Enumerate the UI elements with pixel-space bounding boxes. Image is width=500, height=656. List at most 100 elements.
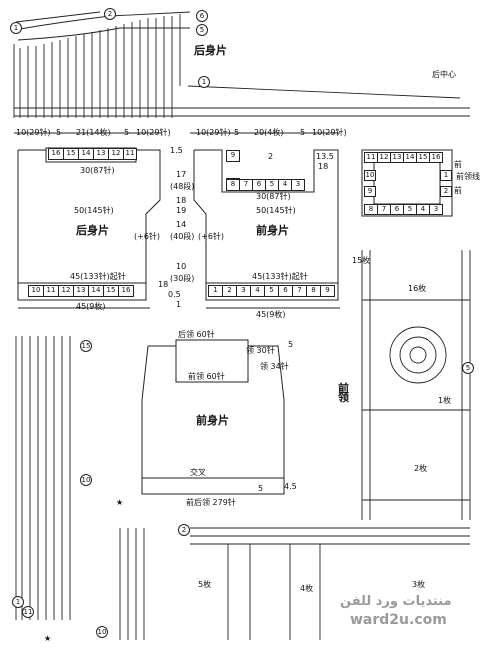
layout-cell: 5	[403, 204, 417, 215]
circle-5b: 5	[462, 362, 474, 374]
front-top-dim-4: 5	[300, 128, 306, 137]
back-top-dim-5: 10(29针)	[136, 128, 171, 137]
circle-15: 15	[80, 340, 92, 352]
back-width-dim: 50(145针)	[74, 206, 114, 215]
back-bottom-w: 45(9枚)	[76, 302, 106, 311]
front-motif: 7	[292, 285, 307, 297]
back-top-dim-3: 21(14枚)	[76, 128, 111, 137]
circle-5: 5	[196, 24, 208, 36]
layout-cell: 11	[364, 152, 378, 163]
front-neck-dim: 30(87针)	[256, 192, 291, 201]
circle-10: 10	[80, 474, 92, 486]
layout-cell: 10	[364, 170, 376, 181]
back-bottom-st: 45(133针)起针	[70, 272, 126, 281]
back-right-num: 17	[176, 170, 187, 179]
left-edge-lace	[15, 336, 71, 620]
back-right-num: (48段)	[170, 182, 195, 191]
front-top-dim-1: 10(29针)	[196, 128, 231, 137]
front-right-num: 18	[318, 162, 329, 171]
front-panel-outline	[190, 132, 340, 309]
front-neck-label: 前 领	[338, 382, 349, 404]
circle-1-bottom: 1	[12, 596, 24, 608]
neck-front-st: 前领 60针	[188, 372, 225, 381]
front-motif: 3	[236, 285, 251, 297]
front-motif: 8	[226, 179, 240, 191]
circle-6: 6	[196, 10, 208, 22]
rp-5: 5枚	[198, 580, 212, 589]
back-top-dim-2: 5	[56, 128, 62, 137]
layout-cell: 7	[377, 204, 391, 215]
rp-4: 4枚	[300, 584, 314, 593]
circle-10b: 10	[96, 626, 108, 638]
back-bottom-small: 0.5	[168, 290, 181, 299]
front-lower-outline	[141, 339, 285, 495]
back-right-num: 18	[176, 196, 187, 205]
front-motif: 8	[306, 285, 321, 297]
hem-cross: 交叉	[190, 468, 206, 477]
front-motif: 4	[250, 285, 265, 297]
back-motif: 14	[88, 285, 104, 297]
neck-side-st: 领 30针	[246, 346, 275, 355]
hem-stitches: 前后领 279针	[186, 498, 236, 507]
back-motif: 13	[93, 148, 109, 160]
back-motif: 14	[78, 148, 94, 160]
circle-11: 11	[22, 606, 34, 618]
back-motif: 11	[123, 148, 137, 160]
front-bottom-st: 45(133针)起针	[252, 272, 308, 281]
front-lower-title: 前身片	[196, 414, 229, 427]
front-plus: (+6针)	[198, 232, 225, 241]
back-motif: 15	[63, 148, 79, 160]
layout-cell: 14	[403, 152, 417, 163]
bottom-lace	[119, 527, 470, 640]
back-motif: 15	[103, 285, 119, 297]
hem-num: 5	[258, 484, 264, 493]
right-panel-lace	[361, 250, 471, 520]
layout-cell: 13	[390, 152, 404, 163]
rp-col: 16枚	[408, 284, 427, 293]
layout-cell: 6	[390, 204, 404, 215]
back-motif: 11	[43, 285, 59, 297]
top-edging	[13, 11, 470, 118]
back-top-dim-1: 10(29针)	[16, 128, 51, 137]
front-motif: 2	[222, 285, 237, 297]
back-plus: (+6针)	[134, 232, 161, 241]
front-motif: 1	[208, 285, 223, 297]
layout-hem-label: 前	[454, 186, 462, 195]
layout-cell: 3	[429, 204, 443, 215]
back-right-num: 14	[176, 220, 187, 229]
rp-2: 2枚	[414, 464, 428, 473]
rp-top: 15枚	[352, 256, 371, 265]
watermark-arabic: منتديات ورد للفن	[340, 594, 452, 609]
front-motif: 7	[239, 179, 253, 191]
hem-num: 4.5	[284, 482, 297, 491]
back-motif: 13	[73, 285, 89, 297]
neck-side2-st: 领 34针	[260, 362, 289, 371]
back-motif: 12	[108, 148, 124, 160]
front-bottom-w: 45(9枚)	[256, 310, 286, 319]
back-bottom-small: 1	[176, 300, 182, 309]
back-right-num: 19	[176, 206, 187, 215]
circle-2b: 2	[178, 524, 190, 536]
back-motif: 12	[58, 285, 74, 297]
watermark-site: ward2u.com	[350, 612, 447, 628]
layout-cell: 16	[429, 152, 443, 163]
front-motif: 6	[278, 285, 293, 297]
layout-cell: 12	[377, 152, 391, 163]
star-bottom: ★	[44, 634, 52, 643]
layout-collar-label: 前领线	[456, 172, 480, 181]
back-bottom-h: 18	[158, 280, 169, 289]
front-motif: 3	[291, 179, 305, 191]
front-motif: 5	[265, 179, 279, 191]
layout-cell: 9	[364, 186, 376, 197]
layout-cell: 1	[440, 170, 452, 181]
back-right-num: 10	[176, 262, 187, 271]
back-title-top: 后身片	[194, 44, 227, 57]
front-motif: 6	[252, 179, 266, 191]
front-motif: 9	[320, 285, 335, 297]
front-right-num: 2	[268, 152, 274, 161]
neck-back-st: 后领 60针	[178, 330, 215, 339]
center-back-label: 后中心	[432, 70, 456, 79]
front-width-dim: 50(145针)	[256, 206, 296, 215]
layout-front-label: 前	[454, 160, 462, 169]
